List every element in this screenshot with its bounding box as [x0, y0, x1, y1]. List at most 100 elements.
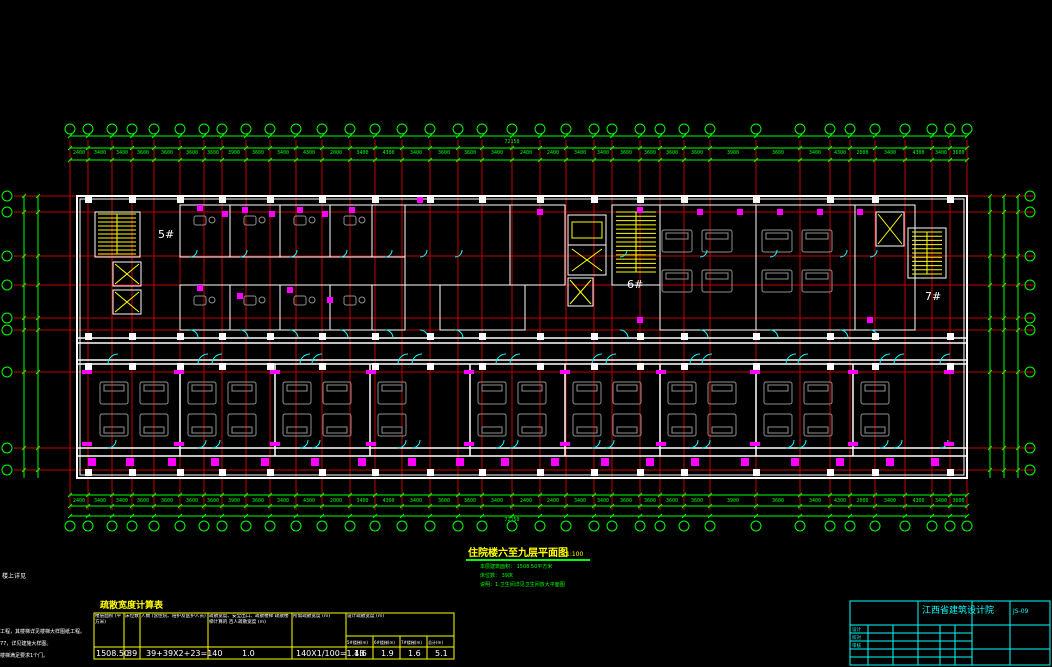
door-swing — [411, 353, 423, 365]
dim-tick — [85, 503, 91, 509]
dim-label: 3600 — [644, 150, 656, 156]
axis-bubble-top — [424, 123, 436, 135]
axis-bubble-top — [148, 123, 160, 135]
magenta-mark — [944, 442, 954, 446]
dim-tick — [987, 253, 993, 259]
magenta-mark — [297, 207, 303, 213]
axis-bubble-top — [452, 123, 464, 135]
axis-bubble-top — [926, 123, 938, 135]
column — [267, 333, 274, 340]
door-swing — [689, 353, 701, 365]
dim-tick — [85, 157, 91, 163]
bed-pillow — [665, 232, 689, 240]
column — [427, 196, 434, 203]
magenta-mark — [82, 370, 92, 374]
dim-tick — [902, 503, 908, 509]
door-swing — [785, 439, 795, 449]
dim-tick — [537, 492, 543, 498]
dim-tick — [267, 503, 273, 509]
dim-tick — [707, 133, 713, 139]
dim-tick — [609, 145, 615, 151]
overall-dim-bottom: 72150 — [504, 517, 519, 523]
dim-tick — [67, 492, 73, 498]
axis-bubble-top — [344, 123, 356, 135]
bed-pillow — [767, 384, 789, 392]
dim-tick — [1015, 282, 1021, 288]
dim-label: 3400 — [809, 150, 821, 156]
magenta-mark — [366, 370, 376, 374]
dim-tick — [201, 133, 207, 139]
bed-pillow — [191, 426, 213, 434]
column — [319, 469, 326, 476]
dim-tick — [964, 145, 970, 151]
left-note: 楼上详见 — [2, 572, 26, 580]
magenta-mark — [886, 458, 894, 466]
dim-tick — [243, 492, 249, 498]
column — [427, 333, 434, 340]
bed-pillow — [765, 232, 789, 240]
bed-pillow — [807, 426, 829, 434]
dim-tick — [681, 503, 687, 509]
column — [319, 333, 326, 340]
bed — [612, 381, 642, 405]
axis-bubble-bottom — [174, 520, 186, 532]
bed-pillow — [286, 426, 308, 434]
door-swing — [397, 439, 407, 449]
dim-tick — [427, 145, 433, 151]
dim-tick — [372, 503, 378, 509]
door-swing — [701, 353, 713, 365]
dim-tick — [267, 492, 273, 498]
dim-tick — [847, 133, 853, 139]
drawing-code: JS-09 — [1012, 608, 1029, 615]
column — [681, 469, 688, 476]
door-swing — [619, 329, 629, 339]
bed-pillow — [671, 384, 693, 392]
dim-label: 3600 — [438, 150, 450, 156]
fixture — [343, 295, 357, 306]
axis-bubble-top — [750, 123, 762, 135]
axis-bubble-right — [1024, 190, 1036, 202]
magenta-mark — [848, 442, 858, 446]
bed-pillow — [521, 426, 543, 434]
axis-bubble-right — [1024, 366, 1036, 378]
door-swing — [797, 353, 809, 365]
door-swings — [107, 249, 951, 449]
bed — [661, 269, 693, 293]
dim-label: 2400 — [520, 498, 532, 504]
magenta-mark — [836, 458, 844, 466]
left-note-3: 楼梯满足要求1个门。 — [0, 652, 48, 659]
dim-tick — [129, 513, 135, 519]
bed — [763, 381, 793, 405]
dim-tick — [455, 157, 461, 163]
dim-tick — [947, 133, 953, 139]
stair-7-label: 7# — [925, 290, 941, 303]
dim-label: 3400 — [574, 498, 586, 504]
dim-tick — [1001, 282, 1007, 288]
door-swing — [785, 353, 797, 365]
dim-tick — [479, 492, 485, 498]
stair-6-label: 6# — [627, 278, 643, 291]
bed-pillow — [807, 384, 829, 392]
bed-pillow — [286, 384, 308, 392]
axis-bubble-left — [1, 366, 13, 378]
dim-label: 3600 — [161, 150, 173, 156]
magenta-mark — [637, 317, 643, 323]
axis-bubble-bottom — [588, 520, 600, 532]
dim-label: 3400 — [884, 498, 896, 504]
bed-pillow — [665, 272, 689, 280]
axis-bubble-right — [1024, 324, 1036, 336]
magenta-mark — [269, 211, 275, 217]
axis-bubble-bottom — [534, 520, 546, 532]
dim-tick — [21, 327, 27, 333]
bed-pillow — [671, 426, 693, 434]
dim-label: 3600 — [464, 150, 476, 156]
axis-bubble-bottom — [424, 520, 436, 532]
dim-tick — [177, 133, 183, 139]
table-title: 疏散宽度计算表 — [100, 599, 164, 611]
axis-bubble-top — [606, 123, 618, 135]
tb-check: 校对 — [852, 634, 861, 641]
dim-label: 3900 — [228, 498, 240, 504]
axis-bubble-bottom — [606, 520, 618, 532]
axis-bubble-bottom — [316, 520, 328, 532]
